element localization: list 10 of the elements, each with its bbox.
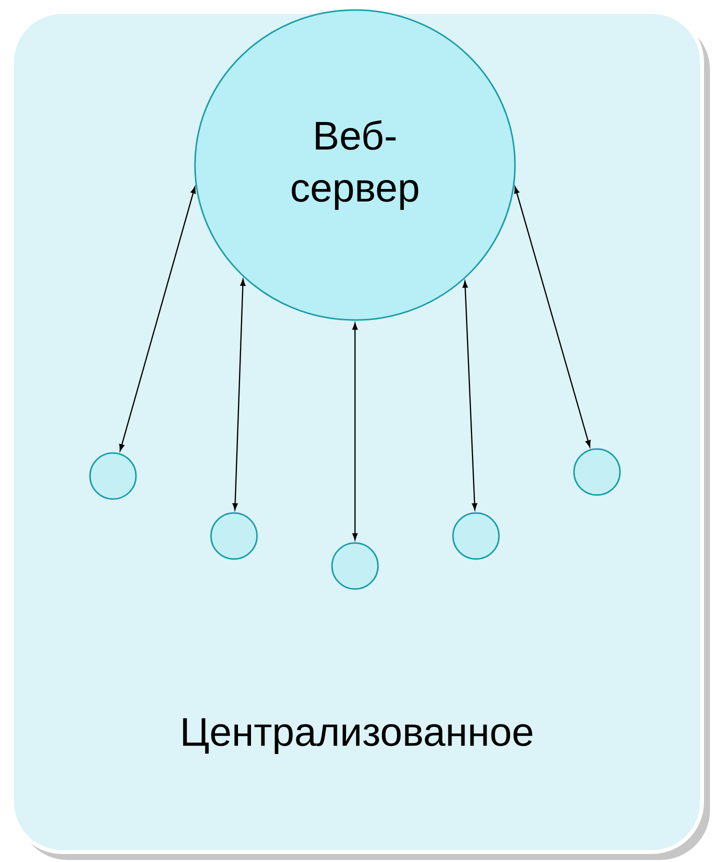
- double-arrow: [232, 279, 246, 510]
- client-circle: [573, 448, 621, 496]
- double-arrow: [462, 280, 478, 510]
- client-circle: [89, 452, 137, 500]
- client-circle: [210, 512, 258, 560]
- double-arrow: [514, 186, 591, 448]
- client-circle: [452, 512, 500, 560]
- client-circle: [331, 542, 379, 590]
- double-arrow: [119, 186, 196, 452]
- double-arrow: [352, 322, 358, 540]
